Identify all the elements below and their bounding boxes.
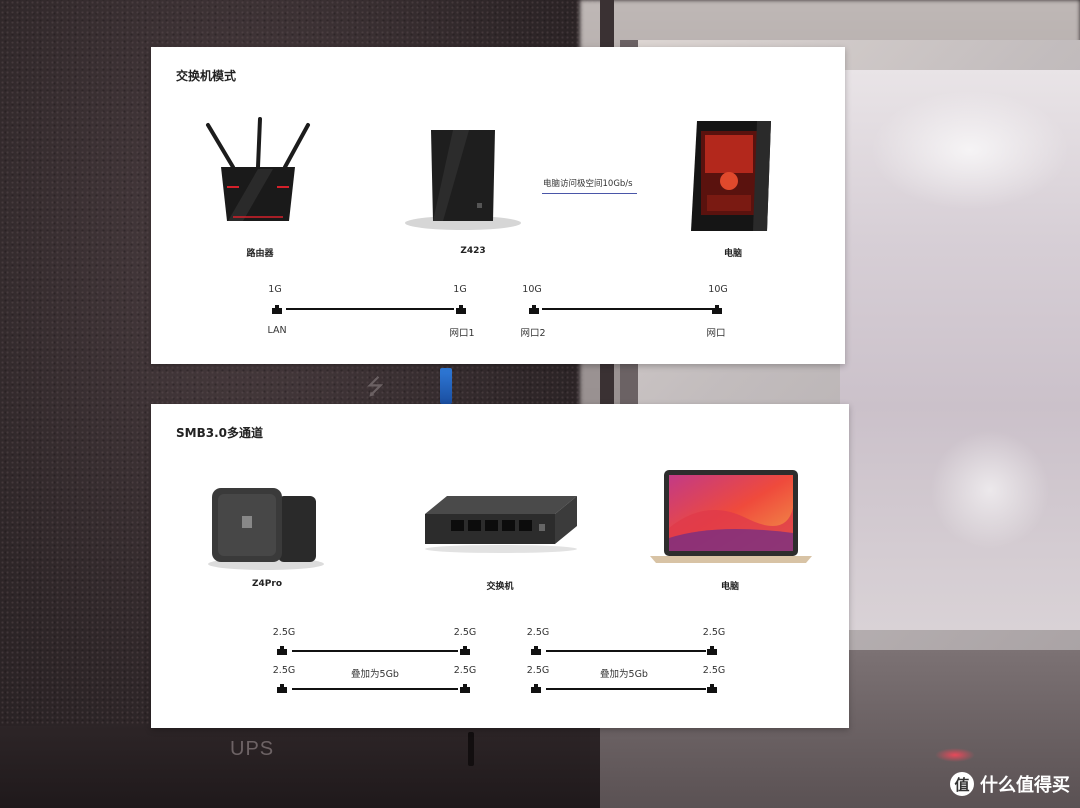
aggregate-note: 叠加为5Gb <box>600 669 648 680</box>
port-label: 网口1 <box>449 328 475 339</box>
device-label-pc: 电脑 <box>723 249 743 259</box>
device-label-z4pro: Z4Pro <box>251 579 283 589</box>
speed-label: 2.5G <box>453 665 477 676</box>
laptop-icon <box>650 470 812 563</box>
device-label-laptop: 电脑 <box>720 582 740 592</box>
speed-label: 2.5G <box>702 627 726 638</box>
smb-multichannel-card: SMB3.0多通道 Z4Pro 交换机 <box>151 404 849 728</box>
speed-label: 2.5G <box>453 627 477 638</box>
link-line <box>292 650 458 652</box>
speed-label: 1G <box>268 284 282 295</box>
watermark-badge-icon: 值 <box>950 772 974 796</box>
nas-icon <box>208 488 324 570</box>
bandwidth-note: 电脑访问极空间10Gb/s <box>543 179 633 189</box>
speed-label: 2.5G <box>526 665 550 676</box>
port-label: 网口 <box>706 328 726 339</box>
ethernet-port-icon <box>531 646 541 655</box>
ethernet-port-icon <box>531 684 541 693</box>
speed-label: 2.5G <box>702 665 726 676</box>
screen-glow <box>870 90 1070 210</box>
switch-mode-card: 交换机模式 路由器 Z423 电脑访问极空间10Gb/s 电脑 1G 1G LA… <box>151 47 845 364</box>
port-label: 网口2 <box>520 328 546 339</box>
note-underline <box>542 193 637 194</box>
usb-icon: ⭍ <box>366 375 385 400</box>
link-line <box>286 308 454 310</box>
ethernet-port-icon <box>456 305 466 314</box>
speed-label: 2.5G <box>272 665 296 676</box>
device-label-router: 路由器 <box>246 249 274 259</box>
ethernet-port-icon <box>707 646 717 655</box>
device-label-switch: 交换机 <box>486 582 514 592</box>
ethernet-port-icon <box>712 305 722 314</box>
red-light <box>935 748 975 762</box>
port-label: LAN <box>267 325 287 336</box>
ethernet-port-icon <box>460 684 470 693</box>
nas-icon <box>405 130 521 230</box>
link-line <box>292 688 458 690</box>
speed-label: 1G <box>453 284 467 295</box>
speed-label: 10G <box>522 284 542 295</box>
speed-label: 2.5G <box>272 627 296 638</box>
speed-label: 10G <box>708 284 728 295</box>
ethernet-port-icon <box>529 305 539 314</box>
speed-label: 2.5G <box>526 627 550 638</box>
ups-label: UPS <box>230 738 275 760</box>
ethernet-port-icon <box>707 684 717 693</box>
smzdm-watermark: 值 什么值得买 <box>950 771 1070 797</box>
ethernet-port-icon <box>277 646 287 655</box>
device-label-z423: Z423 <box>460 246 486 256</box>
network-switch-icon <box>425 496 577 553</box>
ethernet-port-icon <box>272 305 282 314</box>
screen-glow <box>930 430 1050 550</box>
router-icon <box>206 117 310 221</box>
case-bottom <box>0 726 600 808</box>
desktop-pc-icon <box>691 121 771 231</box>
case-slot <box>468 732 474 766</box>
link-line <box>546 688 706 690</box>
card-title: 交换机模式 <box>176 69 237 83</box>
aggregate-note: 叠加为5Gb <box>351 669 399 680</box>
blue-led-port <box>440 368 452 404</box>
watermark-text: 什么值得买 <box>980 775 1070 796</box>
link-line <box>546 650 706 652</box>
link-line <box>542 308 712 310</box>
ethernet-port-icon <box>460 646 470 655</box>
ethernet-port-icon <box>277 684 287 693</box>
card-title: SMB3.0多通道 <box>176 426 263 440</box>
